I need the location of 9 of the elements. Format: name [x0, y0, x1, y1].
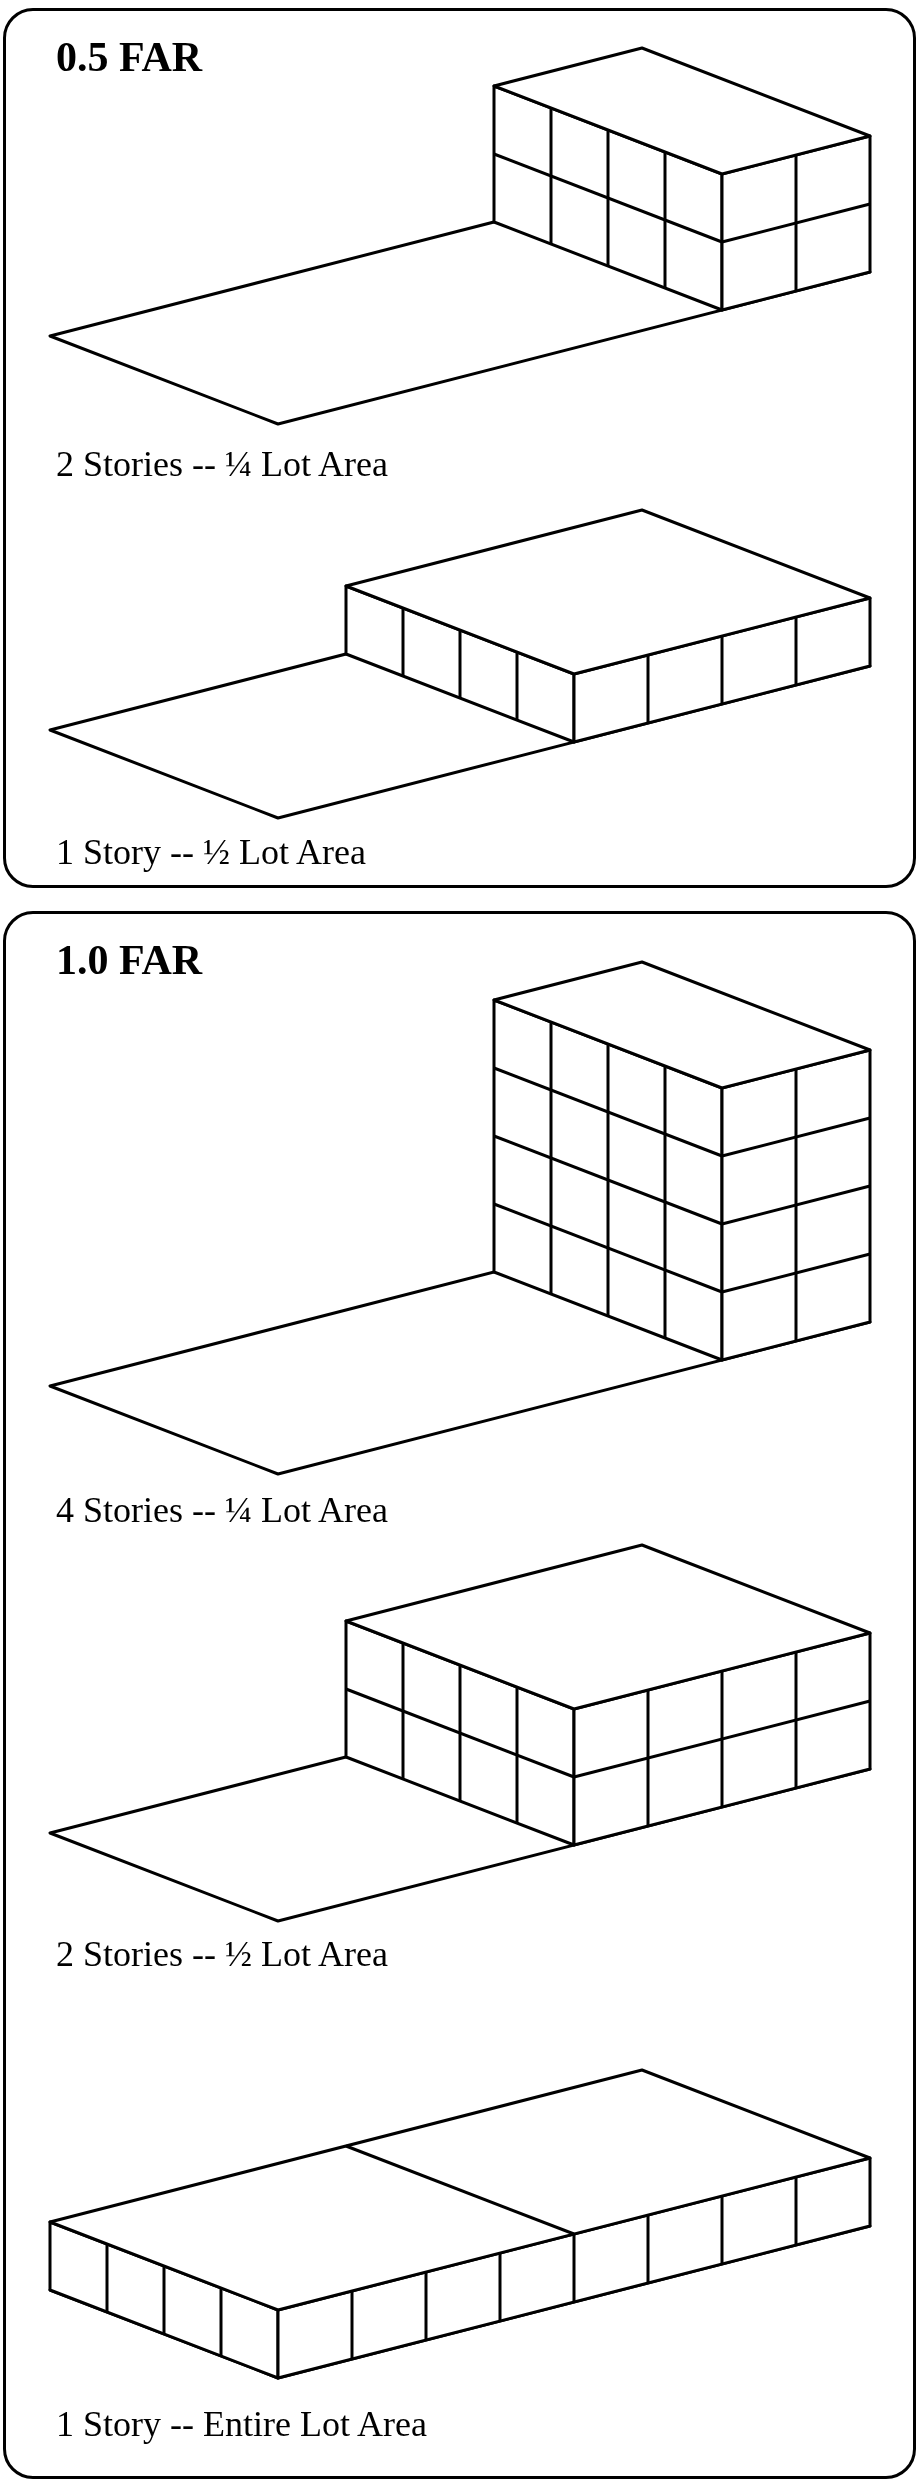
far-panel [3, 8, 916, 888]
panel-heading: 0.5 FAR [56, 33, 203, 81]
drawing-caption: 2 Stories -- ¼ Lot Area [56, 443, 388, 485]
drawing-caption: 2 Stories -- ½ Lot Area [56, 1933, 388, 1975]
drawing-caption: 1 Story -- ½ Lot Area [56, 831, 366, 873]
far-panel [3, 911, 916, 2479]
panel-heading: 1.0 FAR [56, 936, 203, 984]
drawing-caption: 4 Stories -- ¼ Lot Area [56, 1489, 388, 1531]
drawing-caption: 1 Story -- Entire Lot Area [56, 2403, 427, 2445]
